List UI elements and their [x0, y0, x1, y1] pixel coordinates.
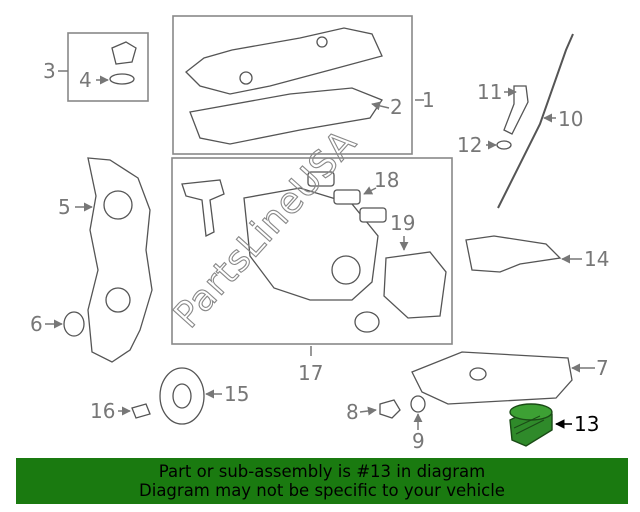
callout-8[interactable]: 8 — [346, 400, 359, 424]
cylinder-head-cover-group-box — [172, 15, 413, 155]
timing-cover-port — [103, 190, 133, 220]
oil-filter[interactable] — [509, 403, 553, 447]
cylinder-head-cover[interactable] — [185, 27, 383, 95]
oil-dipstick[interactable] — [497, 33, 574, 209]
callout-16[interactable]: 16 — [90, 399, 115, 423]
dipstick-guide[interactable] — [503, 85, 529, 135]
timing-chain-cover[interactable] — [87, 157, 153, 363]
callout-4[interactable]: 4 — [79, 68, 92, 92]
small-hardware — [181, 179, 225, 237]
drain-plug[interactable] — [379, 399, 401, 419]
callout-6[interactable]: 6 — [30, 312, 43, 336]
manifold-gaskets[interactable] — [307, 171, 387, 223]
crankshaft-oil-seal[interactable] — [63, 311, 85, 337]
notice-line-2: Diagram may not be specific to your vehi… — [139, 481, 505, 500]
callout-5[interactable]: 5 — [58, 195, 71, 219]
notice-line-1: Part or sub-assembly is #13 in diagram — [158, 462, 486, 481]
head-cover-gasket[interactable] — [189, 87, 383, 145]
callout-19[interactable]: 19 — [390, 211, 415, 235]
callout-9[interactable]: 9 — [412, 429, 425, 453]
crankshaft-pulley[interactable] — [159, 367, 205, 425]
callout-12[interactable]: 12 — [457, 133, 482, 157]
oil-pan-baffle[interactable] — [465, 235, 562, 273]
leader-lines — [45, 70, 595, 430]
notice-banner: Part or sub-assembly is #13 in diagram D… — [16, 458, 628, 504]
oil-filler-cap[interactable] — [109, 41, 137, 85]
oil-cap-group-box — [67, 32, 149, 102]
callout-15[interactable]: 15 — [224, 382, 249, 406]
dipstick-o-ring[interactable] — [496, 140, 512, 150]
pulley-bolt[interactable] — [131, 403, 151, 419]
callout-17[interactable]: 17 — [298, 361, 323, 385]
callout-labels: 1 2 3 4 5 6 7 8 9 10 11 12 13 14 15 16 1… — [30, 59, 609, 453]
callout-14[interactable]: 14 — [584, 247, 609, 271]
oil-pan-drain — [469, 367, 487, 381]
callout-10[interactable]: 10 — [558, 107, 583, 131]
callout-13[interactable]: 13 — [574, 412, 599, 436]
oil-pan[interactable] — [411, 351, 573, 405]
callout-1[interactable]: 1 — [422, 88, 435, 112]
drain-plug-gasket[interactable] — [410, 395, 426, 413]
callout-18[interactable]: 18 — [374, 168, 399, 192]
callout-11[interactable]: 11 — [477, 80, 502, 104]
callout-3[interactable]: 3 — [43, 59, 56, 83]
timing-cover-port — [105, 287, 131, 313]
intake-manifold-group-box — [171, 157, 453, 345]
callout-2[interactable]: 2 — [390, 95, 403, 119]
callout-7[interactable]: 7 — [596, 356, 609, 380]
intake-bracket[interactable] — [383, 251, 447, 319]
intake-manifold[interactable] — [243, 187, 380, 333]
